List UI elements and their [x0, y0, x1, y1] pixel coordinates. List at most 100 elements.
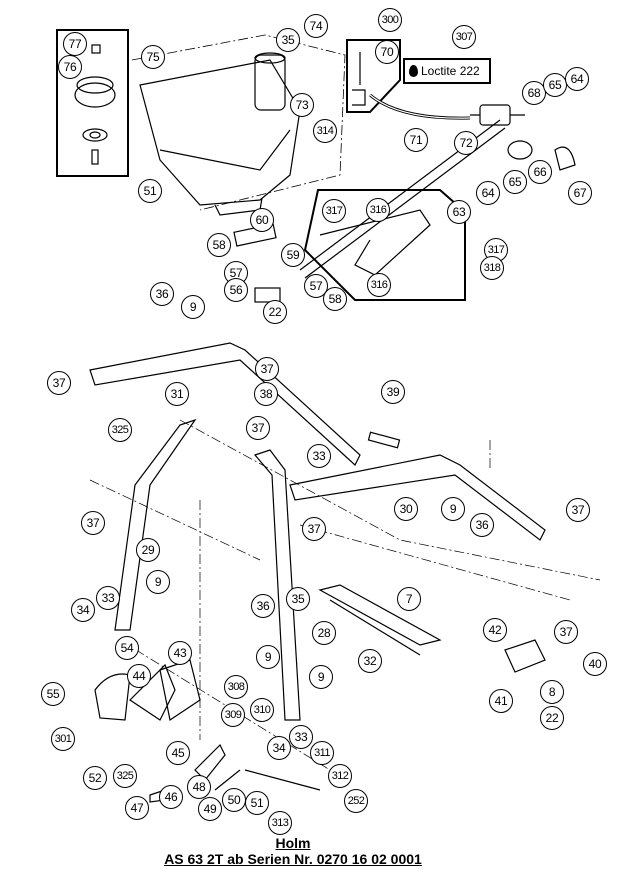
diagram-subtitle: AS 63 2T ab Serien Nr. 0270 16 02 0001 [164, 851, 422, 867]
callout-66: 66 [528, 160, 552, 184]
callout-31: 31 [165, 382, 189, 406]
callout-9: 9 [256, 645, 280, 669]
fuel-tank [139, 52, 301, 216]
callout-52: 52 [83, 766, 107, 790]
loctite-label: Loctite 222 [421, 64, 480, 78]
callout-252: 252 [344, 789, 368, 813]
callout-7: 7 [397, 587, 421, 611]
callout-71: 71 [404, 128, 428, 152]
callout-75: 75 [141, 45, 165, 69]
callout-38: 38 [254, 382, 278, 406]
callout-39: 39 [381, 380, 405, 404]
linkage [214, 769, 321, 791]
assembly-lines [89, 419, 601, 771]
callout-65: 65 [543, 73, 567, 97]
callout-30: 30 [394, 497, 418, 521]
callout-318: 318 [480, 256, 504, 280]
tank-outline [131, 34, 346, 211]
callout-44: 44 [127, 664, 151, 688]
callout-40: 40 [583, 652, 607, 676]
grip [507, 140, 533, 160]
handle-grip [319, 209, 431, 276]
callout-43: 43 [168, 641, 192, 665]
callout-54: 54 [115, 636, 139, 660]
callout-316: 316 [367, 273, 391, 297]
handle-inset-frame [303, 189, 466, 301]
callout-34: 34 [71, 598, 95, 622]
callout-313: 313 [268, 811, 292, 835]
callout-310: 310 [250, 698, 274, 722]
callout-72: 72 [454, 131, 478, 155]
callout-9: 9 [181, 295, 205, 319]
callout-34: 34 [267, 736, 291, 760]
fuel-cap [74, 44, 116, 165]
bracket-32 [318, 584, 442, 656]
callout-317: 317 [322, 199, 346, 223]
callout-300: 300 [378, 8, 402, 32]
callout-77: 77 [63, 32, 87, 56]
callout-29: 29 [136, 538, 160, 562]
callout-28: 28 [312, 621, 336, 645]
callout-9: 9 [309, 665, 333, 689]
fuel-filter [479, 104, 511, 126]
diagram-title: Holm [275, 835, 311, 851]
callout-42: 42 [483, 618, 507, 642]
tube-39 [367, 431, 401, 449]
loctite-note: Loctite 222 [403, 58, 491, 84]
callout-312: 312 [328, 764, 352, 788]
callout-64: 64 [565, 67, 589, 91]
callout-76: 76 [58, 55, 82, 79]
callout-309: 309 [221, 703, 245, 727]
callout-35: 35 [276, 28, 300, 52]
callout-46: 46 [159, 785, 183, 809]
callout-9: 9 [146, 570, 170, 594]
callout-65: 65 [503, 170, 527, 194]
callout-37: 37 [255, 357, 279, 381]
callout-64: 64 [476, 181, 500, 205]
callout-55: 55 [41, 682, 65, 706]
fuel-valve [352, 52, 366, 106]
drop-icon [409, 65, 418, 77]
callout-8: 8 [540, 680, 564, 704]
callout-58: 58 [323, 287, 347, 311]
callout-74: 74 [304, 14, 328, 38]
callout-73: 73 [290, 93, 314, 117]
callout-37: 37 [302, 517, 326, 541]
callout-36: 36 [470, 513, 494, 537]
bracket-40 [504, 639, 546, 673]
callout-51: 51 [245, 791, 269, 815]
callout-37: 37 [81, 511, 105, 535]
callout-47: 47 [125, 796, 149, 820]
callout-36: 36 [251, 594, 275, 618]
callout-56: 56 [224, 278, 248, 302]
callout-33: 33 [289, 725, 313, 749]
callout-59: 59 [281, 243, 305, 267]
lever-plate-54 [94, 673, 131, 721]
callout-9: 9 [441, 497, 465, 521]
callout-316: 316 [366, 198, 390, 222]
callout-301: 301 [51, 727, 75, 751]
callout-60: 60 [250, 208, 274, 232]
callout-307: 307 [452, 25, 476, 49]
callout-70: 70 [375, 40, 399, 64]
callout-68: 68 [522, 81, 546, 105]
callout-51: 51 [138, 179, 162, 203]
handle-bar-30 [289, 454, 546, 541]
callout-325: 325 [108, 418, 132, 442]
callout-308: 308 [224, 675, 248, 699]
callout-45: 45 [166, 741, 190, 765]
callout-58: 58 [207, 233, 231, 257]
clip [554, 146, 576, 171]
callout-67: 67 [568, 181, 592, 205]
side-tube-29 [114, 418, 197, 631]
callout-37: 37 [47, 371, 71, 395]
callout-325: 325 [113, 764, 137, 788]
callout-41: 41 [489, 689, 513, 713]
callout-22: 22 [540, 706, 564, 730]
callout-50: 50 [222, 788, 246, 812]
callout-37: 37 [566, 498, 590, 522]
callout-35: 35 [286, 587, 310, 611]
callout-22: 22 [263, 300, 287, 324]
